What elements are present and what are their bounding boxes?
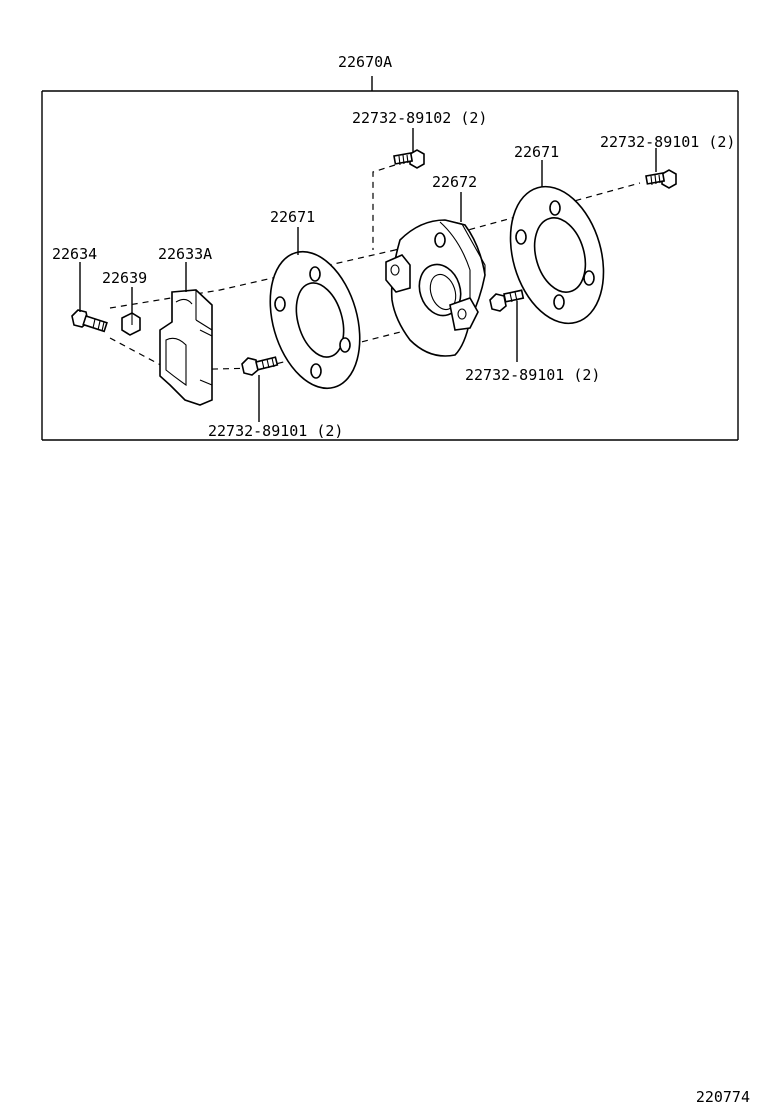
bolt-right-22732-89101 [645, 169, 677, 189]
bolt-mid-22732-89101 [489, 289, 525, 312]
label-22634: 22634 [52, 245, 97, 263]
assembly-frame [41, 76, 739, 441]
label-bolt-mid: 22732-89101 (2) [465, 366, 600, 384]
label-22639: 22639 [102, 269, 147, 287]
page-code: 220774 [695, 1088, 750, 1106]
flange-left-22671 [269, 250, 361, 390]
label-22633a: 22633A [158, 245, 212, 263]
bolt-22634 [71, 309, 108, 333]
nut-22639 [121, 312, 141, 336]
label-bolt-top: 22732-89102 (2) [352, 109, 487, 127]
assembly-label: 22670A [338, 53, 392, 71]
label-22671-left: 22671 [270, 208, 315, 226]
bolt-bottom-22732-89101 [241, 356, 279, 376]
body-22672 [385, 219, 486, 357]
bracket-22633a [159, 289, 213, 406]
flange-right-22671 [509, 185, 605, 325]
bolt-top-22732-89102 [393, 149, 425, 169]
label-22671-right: 22671 [514, 143, 559, 161]
label-22672: 22672 [432, 173, 477, 191]
label-bolt-right: 22732-89101 (2) [600, 133, 735, 151]
label-bolt-bottom: 22732-89101 (2) [208, 422, 343, 440]
